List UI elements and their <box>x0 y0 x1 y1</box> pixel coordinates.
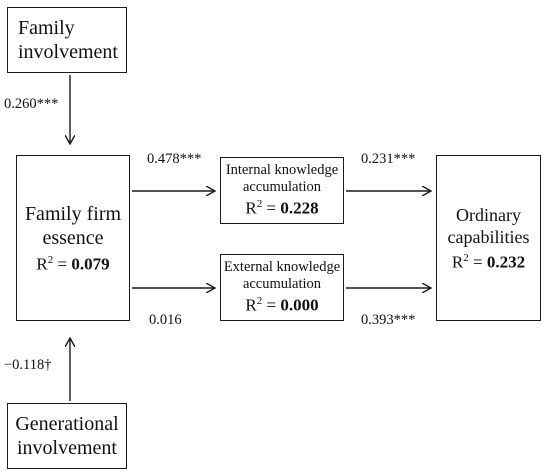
r-squared: R2 = 0.000 <box>245 295 318 316</box>
coef-essence-to-internal: 0.478*** <box>147 151 202 167</box>
r2-label: R <box>245 295 257 315</box>
node-label-line: essence <box>42 226 104 249</box>
r2-value: 0.079 <box>71 254 110 274</box>
coef-external-to-capabilities: 0.393*** <box>361 312 416 328</box>
node-label-line: External knowledge <box>223 259 341 276</box>
node-generational-involvement: Generational involvement <box>7 403 127 469</box>
r2-label: R <box>451 252 464 272</box>
r2-equals: = <box>262 295 281 315</box>
r2-value: 0.232 <box>486 252 526 272</box>
r-squared: R2 = 0.228 <box>245 198 318 219</box>
coef-essence-to-external: 0.016 <box>149 312 182 328</box>
node-family-involvement: Family involvement <box>7 7 127 73</box>
node-label-line: accumulation <box>242 179 322 196</box>
r2-exponent: 2 <box>256 198 263 211</box>
r2-value: 0.228 <box>280 198 319 218</box>
node-label-line: capabilities <box>447 226 530 247</box>
r-squared: R2 = 0.079 <box>36 254 109 275</box>
r2-equals: = <box>262 198 281 218</box>
r-squared: R2 = 0.232 <box>452 252 525 273</box>
r2-label: R <box>245 198 257 218</box>
r2-exponent: 2 <box>463 251 469 264</box>
node-label-line: Ordinary <box>456 204 521 225</box>
coef-family-involvement-to-essence: 0.260*** <box>4 96 59 112</box>
coef-generational-to-essence: −0.118† <box>4 357 52 373</box>
node-label-line: accumulation <box>242 276 322 293</box>
node-label-line: Family <box>18 17 75 39</box>
r2-value: 0.000 <box>280 295 319 315</box>
r2-equals: = <box>468 252 487 272</box>
node-label-line: involvement <box>17 437 117 459</box>
node-external-knowledge: External knowledge accumulation R2 = 0.0… <box>220 254 344 321</box>
node-label-line: Internal knowledge <box>225 162 339 179</box>
node-label-line: Generational <box>15 413 119 435</box>
node-label-line: involvement <box>18 41 118 63</box>
r2-equals: = <box>53 254 72 274</box>
r2-exponent: 2 <box>47 253 54 266</box>
node-label-line: Family firm <box>24 202 122 225</box>
coef-internal-to-capabilities: 0.231*** <box>361 151 416 167</box>
node-ordinary-capabilities: Ordinary capabilities R2 = 0.232 <box>436 155 541 321</box>
r2-label: R <box>36 254 48 274</box>
r2-exponent: 2 <box>256 295 263 308</box>
node-internal-knowledge: Internal knowledge accumulation R2 = 0.2… <box>220 157 344 224</box>
node-family-firm-essence: Family firm essence R2 = 0.079 <box>16 155 130 321</box>
